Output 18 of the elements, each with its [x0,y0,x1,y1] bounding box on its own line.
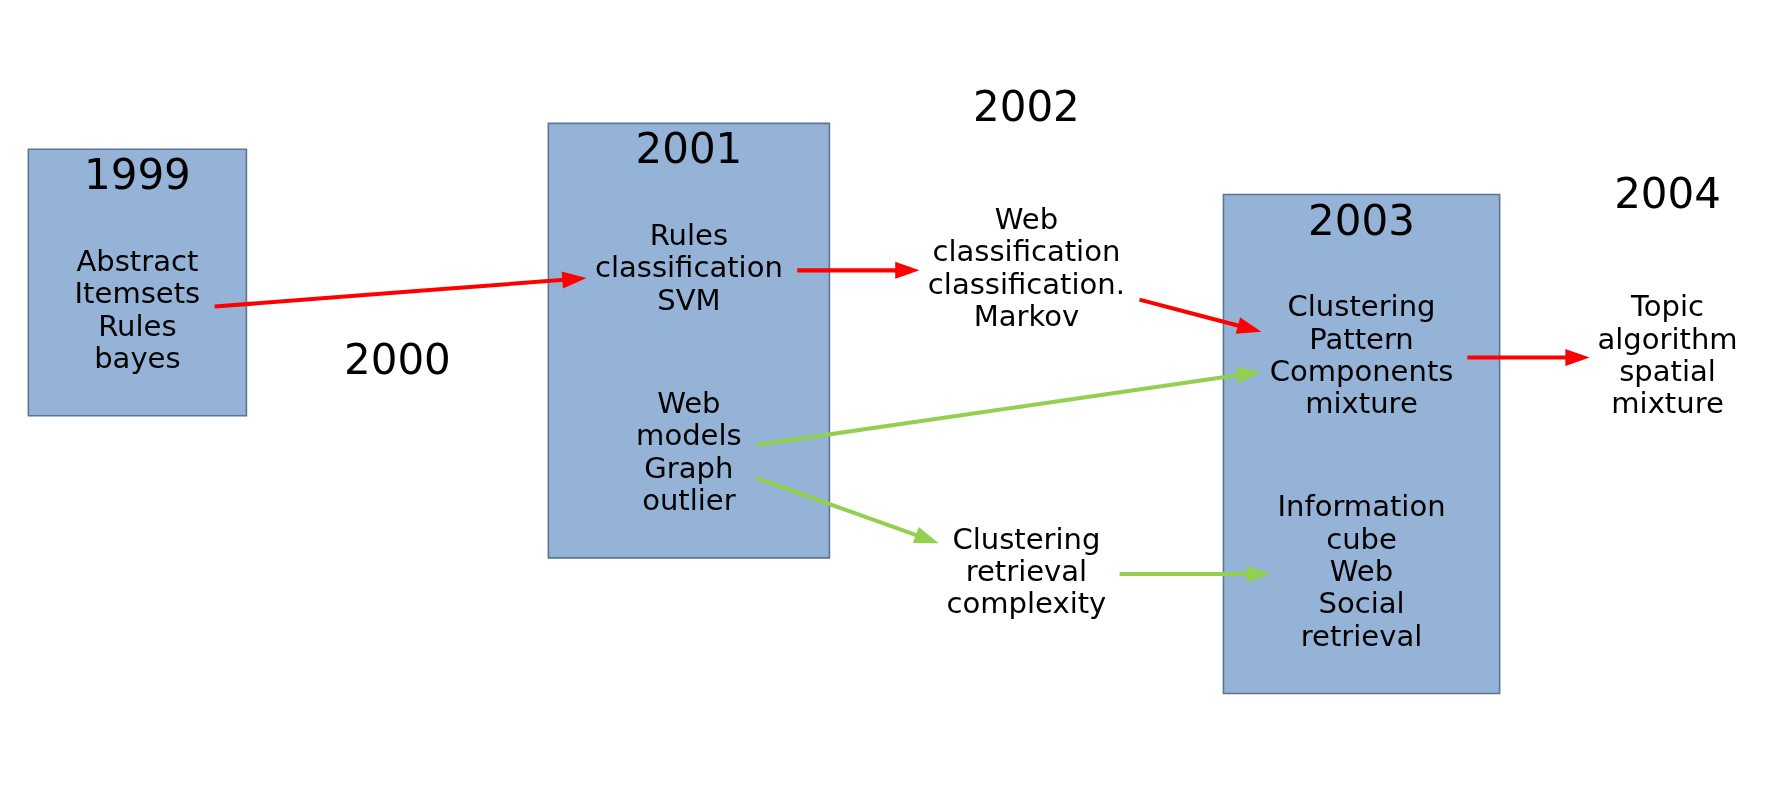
node-text: Abstract Itemsets Rules bayes [74,243,200,375]
arrow [796,261,919,279]
label: 2000 [343,334,451,384]
node-text: Web classification classification. Markov [927,201,1125,333]
node-text: Clustering Pattern Components mixture [1269,288,1453,420]
node-text: Clustering retrieval complexity [946,521,1106,620]
label: 2002 [972,81,1080,131]
node-text: Web models Graph outlier [635,385,742,517]
node-text: Information cube Web Social retrieval [1276,488,1446,653]
arrow [1466,348,1590,366]
arrow [1119,564,1271,582]
node-text: Topic algorithm spatial mixture [1596,288,1738,420]
node-text: Rules classification SVM [594,217,783,317]
label: 2004 [1613,168,1721,218]
arrow [755,366,1261,447]
arrow [1138,297,1261,334]
arrow [214,270,587,309]
arrow [755,475,939,543]
